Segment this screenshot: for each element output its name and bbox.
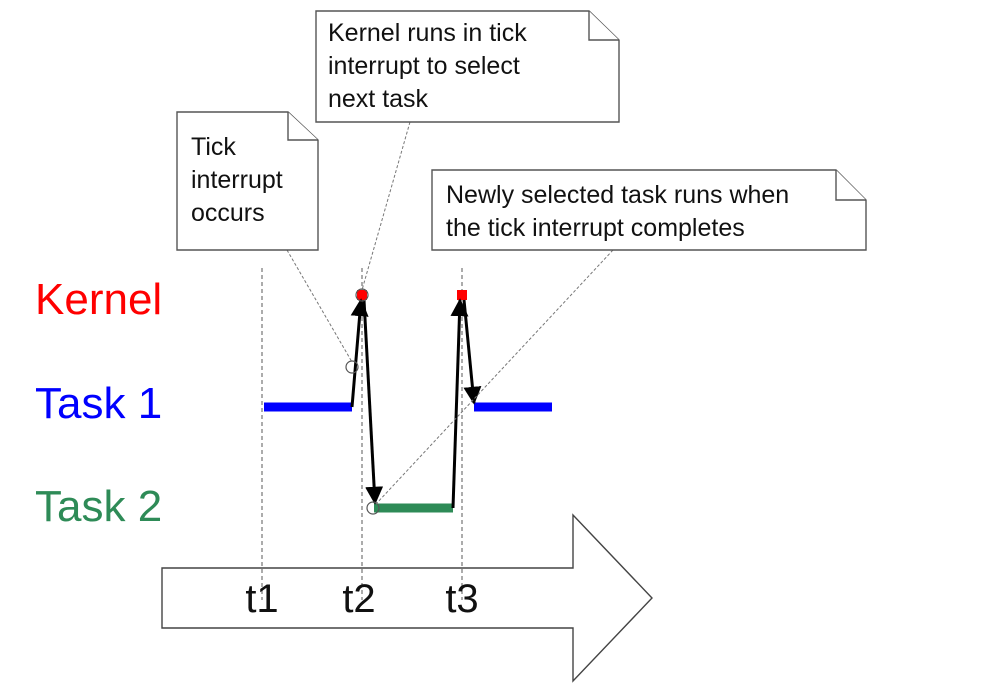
leader-newly-selected [375,249,614,505]
note-newly-selected-line-1: Newly selected task runs when [446,181,789,209]
note-tick-interrupt: Tick interrupt occurs [176,111,319,251]
flow-arrow-kernel-to-task1 [462,299,482,405]
tick-label-t1: t1 [245,577,278,621]
flow-arrow-task1-to-kernel [350,298,369,408]
marker-circle-task2 [366,501,380,515]
kernel-marker-t2 [357,290,367,300]
note-newly-selected: Newly selected task runs when the tick i… [431,169,867,251]
flow-arrow-kernel-to-task2 [362,299,384,505]
kernel-marker-t3 [457,290,467,300]
time-axis-arrow [161,513,653,683]
note-kernel-runs: Kernel runs in tick interrupt to select … [315,10,620,123]
tick-label-t2: t2 [342,577,375,621]
note-kernel-runs-line-1: Kernel runs in tick [328,19,527,47]
note-tick-interrupt-line-1: Tick [191,133,236,161]
flow-arrow-task2-to-kernel [450,298,469,509]
note-kernel-runs-line-2: interrupt to select [328,52,520,80]
note-tick-interrupt-line-2: interrupt [191,166,283,194]
note-newly-selected-line-2: the tick interrupt completes [446,214,745,242]
row-label-kernel: Kernel [35,275,162,324]
leader-tick-interrupt [286,249,353,363]
row-label-task2: Task 2 [35,482,162,531]
marker-circle-tick [345,360,359,374]
note-kernel-runs-line-3: next task [328,85,429,113]
note-tick-interrupt-line-3: occurs [191,199,265,227]
leader-kernel-runs [361,121,411,291]
tick-label-t3: t3 [445,577,478,621]
marker-circle-kernel [355,288,369,302]
row-label-task1: Task 1 [35,379,162,428]
